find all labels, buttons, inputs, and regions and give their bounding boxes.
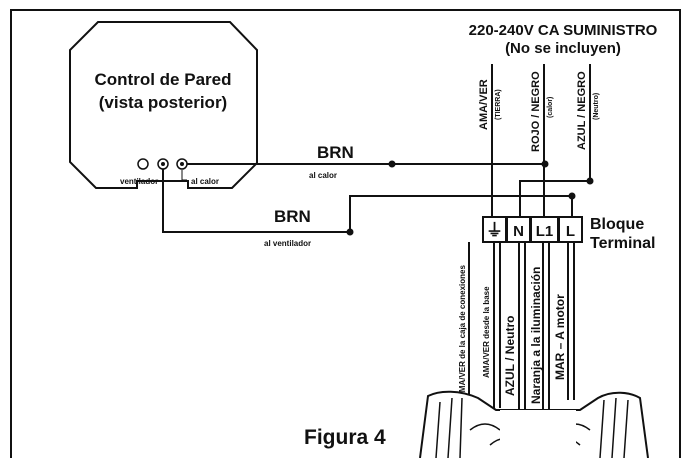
figure-label: Figura 4 [304, 426, 386, 449]
terminal-cell-l-label: L [566, 223, 575, 240]
junction-dot [388, 160, 396, 168]
supply-wire-sublabel-ground: (TIERRA) [495, 89, 502, 120]
supply-wire-sublabel-neutral: (Neutro) [593, 93, 600, 120]
supply-subtitle: (No se incluyen) [505, 40, 621, 57]
lower-wire-label-4: Naranja a la iluminación [529, 267, 543, 404]
junction-dot [346, 228, 354, 236]
terminal-cell-ground-label: ⏚ [486, 221, 503, 240]
supply-wire-label-heat: ROJO / NEGRO [530, 71, 542, 152]
lower-wire-label-2: AMA/VER desde la base [482, 286, 491, 378]
neutral-jumper [519, 180, 590, 217]
terminal-empty [137, 158, 149, 170]
lower-wire-label-3: AZUL / Neutro [503, 316, 517, 396]
terminal-block-title-1: Bloque [590, 216, 644, 233]
lower-wire-label-5: MAR – A motor [553, 294, 567, 380]
lower-wire-label-1: AMA/VER de la caja de conexiones [458, 265, 467, 398]
wall-control-title: Control de Pared [95, 70, 232, 89]
supply-wire-label-neutral: AZUL / NEGRO [576, 71, 588, 150]
supply-title: 220-240V CA SUMINISTRO [469, 22, 658, 39]
lower-wire-bundle [468, 242, 575, 412]
terminal-cell-l [558, 216, 583, 243]
supply-wire-label-ground: AMA/VER [478, 79, 490, 130]
fan-terminal-label: ventilador [120, 177, 158, 186]
terminal-cell-n-label: N [513, 223, 524, 240]
wall-control-subtitle: (vista posterior) [99, 93, 227, 112]
motor-housing [419, 390, 649, 458]
wall-control-box [69, 21, 258, 189]
terminal-cell-l1-label: L1 [536, 223, 554, 240]
heat-terminal-label: al calor [191, 177, 219, 186]
terminal-block-title-2: Terminal [590, 235, 656, 252]
brn-heat-label: BRN [317, 143, 354, 162]
brn-fan-label: BRN [274, 207, 311, 226]
terminal-block: ⏚ N L1 L [482, 216, 583, 243]
diagram-frame [10, 9, 681, 458]
junction-dot [586, 177, 594, 185]
brn-fan-sublabel: al ventilador [264, 239, 311, 248]
supply-wire-sublabel-heat: (calor) [547, 97, 554, 118]
brn-heat-sublabel: al calor [309, 171, 337, 180]
heat-label-leader [181, 170, 187, 181]
